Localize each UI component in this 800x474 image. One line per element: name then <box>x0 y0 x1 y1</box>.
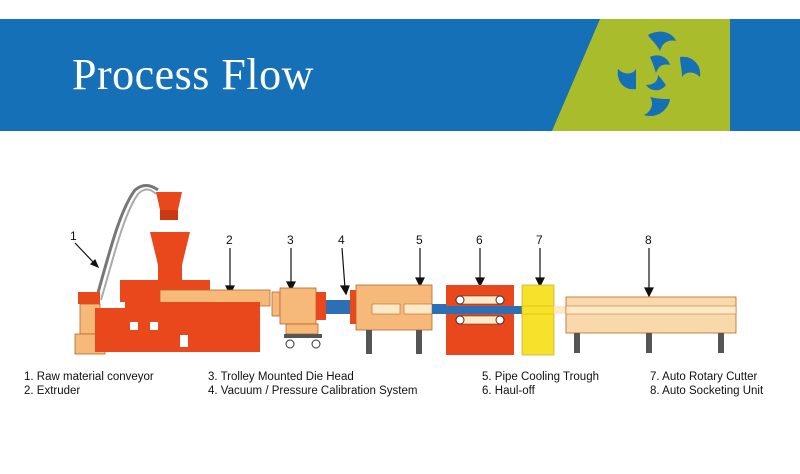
callout-number: 8 <box>645 233 652 247</box>
legend-item: 1. Raw material conveyor <box>24 371 154 383</box>
legend-item: 6. Haul-off <box>482 385 535 397</box>
legend-item: 2. Extruder <box>24 385 81 397</box>
legend-item: 3. Trolley Mounted Die Head <box>208 371 354 383</box>
callout-number: 6 <box>476 233 483 247</box>
page-title: Process Flow <box>72 50 314 99</box>
pipe-cooling-trough <box>355 284 433 354</box>
legend-column: 3. Trolley Mounted Die Head 4. Vacuum / … <box>208 370 417 398</box>
legend-item: 7. Auto Rotary Cutter <box>650 371 758 383</box>
legend-column: 1. Raw material conveyor 2. Extruder <box>24 370 154 398</box>
legend-item: 8. Auto Socketing Unit <box>650 385 764 397</box>
legend-column: 7. Auto Rotary Cutter 8. Auto Socketing … <box>650 370 763 398</box>
legend-item: 5. Pipe Cooling Trough <box>482 371 599 383</box>
four-swirl-logo-icon <box>617 31 701 117</box>
auto-rotary-cutter <box>514 284 555 356</box>
header-banner: Process Flow <box>0 19 800 131</box>
callout-arrows <box>74 242 654 298</box>
auto-socketing-unit <box>554 296 737 353</box>
callout-number: 1 <box>70 229 77 243</box>
trolley-die-head <box>271 287 326 349</box>
callout-number: 4 <box>338 233 345 247</box>
extruder <box>95 192 271 352</box>
process-flow-diagram: 1 2 3 4 5 6 7 8 <box>70 184 737 356</box>
haul-off <box>432 285 514 355</box>
vacuum-calibration-system <box>326 290 358 324</box>
legend-column: 5. Pipe Cooling Trough 6. Haul-off <box>482 370 599 398</box>
legend-item: 4. Vacuum / Pressure Calibration System <box>208 385 418 397</box>
callout-number: 5 <box>416 233 423 247</box>
callout-number: 7 <box>536 233 543 247</box>
callout-number: 2 <box>226 233 233 247</box>
callout-number: 3 <box>287 233 294 247</box>
